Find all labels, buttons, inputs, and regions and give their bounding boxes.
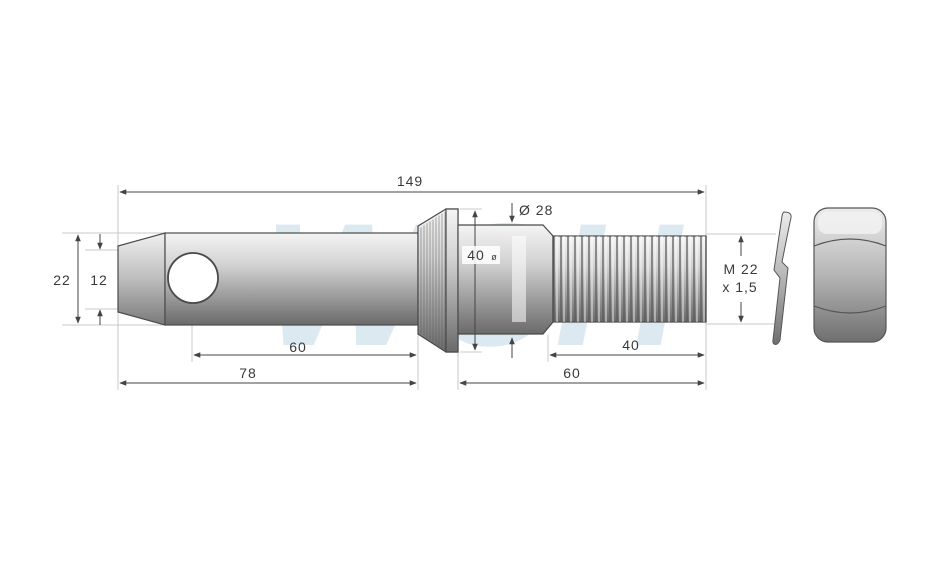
dim-thread-spec-line1: M 22 — [723, 261, 758, 277]
shoulder — [457, 224, 554, 335]
dim-pin-length: 78 — [239, 365, 257, 381]
spring-washer — [772, 211, 792, 345]
dim-shank-length: 60 — [563, 365, 581, 381]
dim-thread-spec-line2: x 1,5 — [722, 279, 757, 295]
dim-hole-diameter: 12 — [90, 272, 108, 288]
pin-tip — [117, 232, 166, 326]
dim-shoulder-diameter: Ø 28 — [519, 202, 553, 218]
dim-hole-to-flange: 60 — [289, 339, 307, 355]
dim-flange-diameter-symbol: ø — [491, 252, 497, 262]
dim-overall-length: 149 — [397, 173, 423, 189]
pin-body — [117, 208, 707, 353]
cross-hole — [167, 252, 219, 304]
dim-pin-diameter: 22 — [53, 272, 71, 288]
dim-flange-diameter: 40 — [467, 247, 485, 263]
hex-nut — [813, 207, 887, 343]
dim-thread-length: 40 — [622, 337, 640, 353]
